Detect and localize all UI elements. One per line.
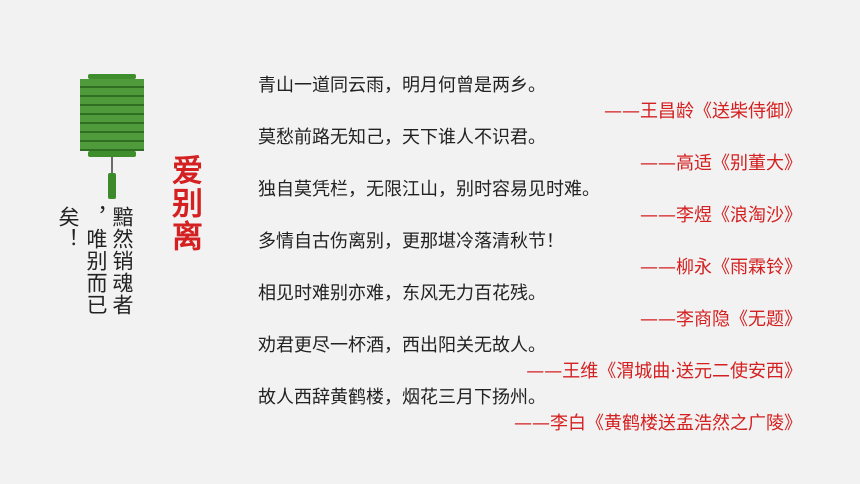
poem-list: 青山一道同云雨，明月何曾是两乡。 ——王昌龄《送柴侍御》 莫愁前路无知己，天下谁… [258, 72, 802, 436]
poem-attribution: ——王维《渭城曲·送元二使安西》 [526, 361, 802, 382]
poem-attribution: ——王昌龄《送柴侍御》 [604, 101, 802, 122]
lantern-body [80, 79, 144, 151]
side-quote-column-2: ，唯别而已 [84, 206, 108, 316]
poem-line: 多情自古伤离别，更那堪冷落清秋节！ [258, 231, 564, 252]
poem-attribution: ——李商隐《无题》 [640, 309, 802, 330]
lantern-top-cap [88, 74, 136, 79]
poem-line: 劝君更尽一杯酒，西出阳关无故人。 [258, 335, 546, 356]
lantern-bottom-cap [88, 151, 136, 157]
lantern-string [111, 157, 113, 173]
side-quote-column-1: 黯然销魂者 [110, 206, 134, 316]
poem-line: 相见时难别亦难，东风无力百花残。 [258, 283, 546, 304]
poem-line: 青山一道同云雨，明月何曾是两乡。 [258, 75, 546, 96]
poem-line: 独自莫凭栏，无限江山，别时容易见时难。 [258, 179, 600, 200]
theme-title: 爱别离 [166, 154, 202, 253]
poem-attribution: ——李白《黄鹤楼送孟浩然之广陵》 [514, 413, 802, 434]
side-quote-column-3: 矣！ [56, 206, 80, 250]
poem-line: 故人西辞黄鹤楼，烟花三月下扬州。 [258, 387, 546, 408]
poem-attribution: ——柳永《雨霖铃》 [640, 257, 802, 278]
lantern-tassel [108, 173, 116, 199]
poem-line: 莫愁前路无知己，天下谁人不识君。 [258, 127, 546, 148]
lantern-icon [80, 74, 144, 204]
poem-attribution: ——高适《别董大》 [640, 153, 802, 174]
poem-attribution: ——李煜《浪淘沙》 [640, 205, 802, 226]
